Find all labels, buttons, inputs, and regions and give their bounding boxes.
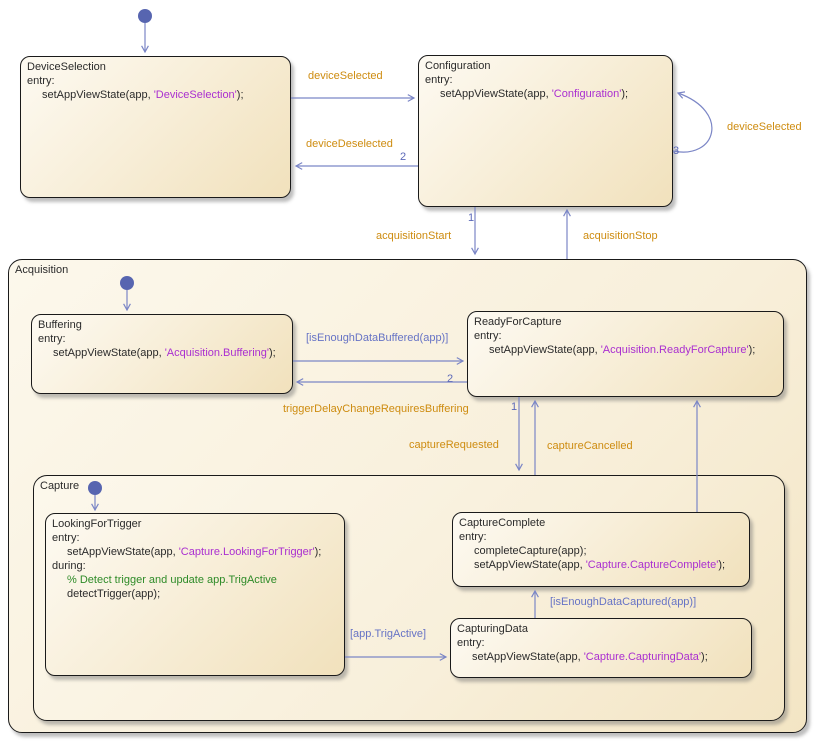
- entry-code: setAppViewState(app, 'Acquisition.ReadyF…: [489, 344, 756, 356]
- state-title: DeviceSelection: [27, 61, 106, 73]
- state-ready-for-capture[interactable]: ReadyForCapture entry: setAppViewState(a…: [467, 311, 784, 397]
- label-is-enough-data-buffered[interactable]: [isEnoughDataBuffered(app)]: [306, 332, 449, 344]
- label-device-selected-loop[interactable]: deviceSelected: [727, 121, 802, 133]
- state-capture-complete[interactable]: CaptureComplete entry: completeCapture(a…: [452, 512, 750, 587]
- label-device-deselected[interactable]: deviceDeselected: [306, 138, 393, 150]
- state-title: ReadyForCapture: [474, 316, 562, 328]
- state-capturing-data[interactable]: CapturingData entry: setAppViewState(app…: [450, 618, 752, 678]
- entry-label: entry:: [459, 531, 487, 543]
- entry-label: entry:: [38, 333, 66, 345]
- state-device-selection[interactable]: DeviceSelection entry: setAppViewState(a…: [20, 56, 291, 198]
- state-title: LookingForTrigger: [52, 518, 142, 530]
- state-title: Buffering: [38, 319, 82, 331]
- label-trigger-delay[interactable]: triggerDelayChangeRequiresBuffering: [283, 403, 469, 415]
- entry-code-line1: completeCapture(app);: [474, 545, 587, 557]
- entry-code-line2: setAppViewState(app, 'Capture.CaptureCom…: [474, 559, 726, 571]
- during-code: detectTrigger(app);: [67, 588, 161, 600]
- state-title: CapturingData: [457, 623, 528, 635]
- entry-code: setAppViewState(app, 'Capture.LookingFor…: [67, 546, 322, 558]
- entry-code: setAppViewState(app, 'Acquisition.Buffer…: [53, 347, 276, 359]
- entry-label: entry:: [52, 532, 80, 544]
- entry-label: entry:: [457, 637, 485, 649]
- entry-code: setAppViewState(app, 'DeviceSelection');: [42, 89, 244, 101]
- entry-label: entry:: [474, 330, 502, 342]
- state-title: Configuration: [425, 60, 491, 72]
- label-app-trig-active[interactable]: [app.TrigActive]: [350, 628, 427, 640]
- label-acquisition-stop[interactable]: acquisitionStop: [583, 230, 658, 242]
- label-acquisition-start[interactable]: acquisitionStart: [376, 230, 452, 242]
- initial-dot-chart[interactable]: [138, 9, 152, 23]
- during-comment: % Detect trigger and update app.TrigActi…: [67, 574, 277, 586]
- label-is-enough-data-captured[interactable]: [isEnoughDataCaptured(app)]: [550, 596, 697, 608]
- entry-label: entry:: [425, 74, 453, 86]
- transition-device-selected-self-loop[interactable]: [672, 91, 713, 153]
- label-capture-requested[interactable]: captureRequested: [409, 439, 499, 451]
- priority-buffering-return[interactable]: 2: [447, 373, 454, 385]
- priority-device-deselected[interactable]: 2: [400, 151, 407, 163]
- during-label: during:: [52, 560, 86, 572]
- priority-acquisition-start[interactable]: 1: [468, 212, 475, 224]
- state-title: Acquisition: [15, 264, 69, 276]
- priority-capture-requested[interactable]: 1: [511, 401, 518, 413]
- entry-code: setAppViewState(app, 'Configuration');: [440, 88, 629, 100]
- entry-code: setAppViewState(app, 'Capture.CapturingD…: [472, 651, 708, 663]
- entry-label: entry:: [27, 75, 55, 87]
- priority-configuration-self-loop[interactable]: 3: [673, 145, 680, 157]
- state-looking-for-trigger[interactable]: LookingForTrigger entry: setAppViewState…: [45, 513, 345, 676]
- label-capture-cancelled[interactable]: captureCancelled: [547, 440, 633, 452]
- state-buffering[interactable]: Buffering entry: setAppViewState(app, 'A…: [31, 314, 293, 394]
- state-configuration[interactable]: Configuration entry: setAppViewState(app…: [418, 55, 673, 207]
- label-device-selected[interactable]: deviceSelected: [308, 70, 383, 82]
- state-title: Capture: [40, 480, 80, 492]
- state-title: CaptureComplete: [459, 517, 546, 529]
